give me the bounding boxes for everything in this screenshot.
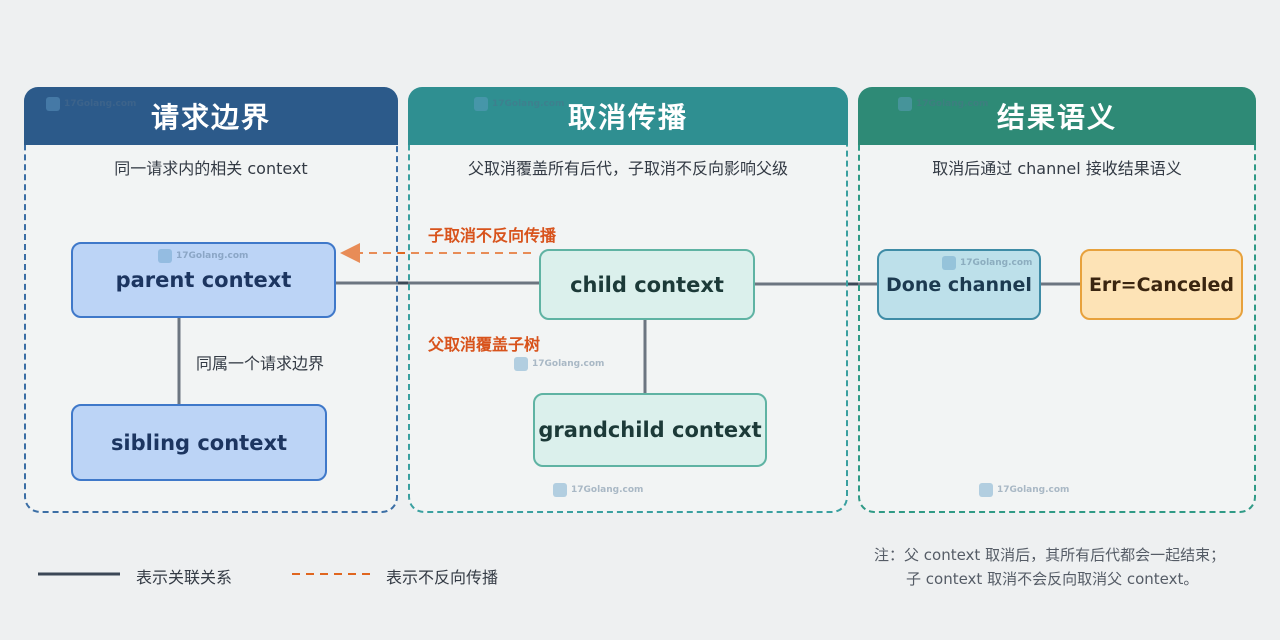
watermark-logo-icon xyxy=(46,97,60,111)
edge-label-same-scope: 同属一个请求边界 xyxy=(196,354,325,373)
watermark-logo-icon xyxy=(158,249,172,263)
watermark: 17Golang.com xyxy=(898,97,988,111)
footnote-line-1: 注：父 context 取消后，其所有后代都会一起结束； xyxy=(874,546,1226,564)
panel-subtitle: 父取消覆盖所有后代，子取消不反向影响父级 xyxy=(467,159,788,178)
watermark-logo-icon xyxy=(942,256,956,270)
node-parent-context: parent context xyxy=(71,242,336,318)
panel-title: 取消传播 xyxy=(408,87,848,145)
watermark: 17Golang.com xyxy=(553,483,643,497)
footnote-line-2: 子 context 取消不会反向取消父 context。 xyxy=(906,570,1199,588)
node-child-context: child context xyxy=(539,249,755,320)
node-err-canceled: Err=Canceled xyxy=(1080,249,1243,320)
watermark-logo-icon xyxy=(553,483,567,497)
watermark: 17Golang.com xyxy=(46,97,136,111)
watermark-logo-icon xyxy=(898,97,912,111)
watermark-logo-icon xyxy=(514,357,528,371)
node-done-channel: Done channel xyxy=(877,249,1041,320)
watermark-logo-icon xyxy=(474,97,488,111)
legend-relation-label: 表示关联关系 xyxy=(136,568,233,587)
node-grandchild-context: grandchild context xyxy=(533,393,767,467)
panel-title: 结果语义 xyxy=(858,87,1256,145)
panel-subtitle: 同一请求内的相关 context xyxy=(114,159,308,178)
edge-label-cover-subtree: 父取消覆盖子树 xyxy=(428,335,541,354)
panel-title: 请求边界 xyxy=(24,87,398,145)
watermark: 17Golang.com xyxy=(942,256,1032,270)
edge-label-no-reverse: 子取消不反向传播 xyxy=(428,226,557,245)
watermark: 17Golang.com xyxy=(514,357,604,371)
panel-subtitle: 取消后通过 channel 接收结果语义 xyxy=(932,159,1182,178)
watermark-logo-icon xyxy=(979,483,993,497)
watermark: 17Golang.com xyxy=(474,97,564,111)
watermark: 17Golang.com xyxy=(158,249,248,263)
watermark: 17Golang.com xyxy=(979,483,1069,497)
node-sibling-context: sibling context xyxy=(71,404,327,481)
legend-no-reverse-label: 表示不反向传播 xyxy=(386,568,499,587)
